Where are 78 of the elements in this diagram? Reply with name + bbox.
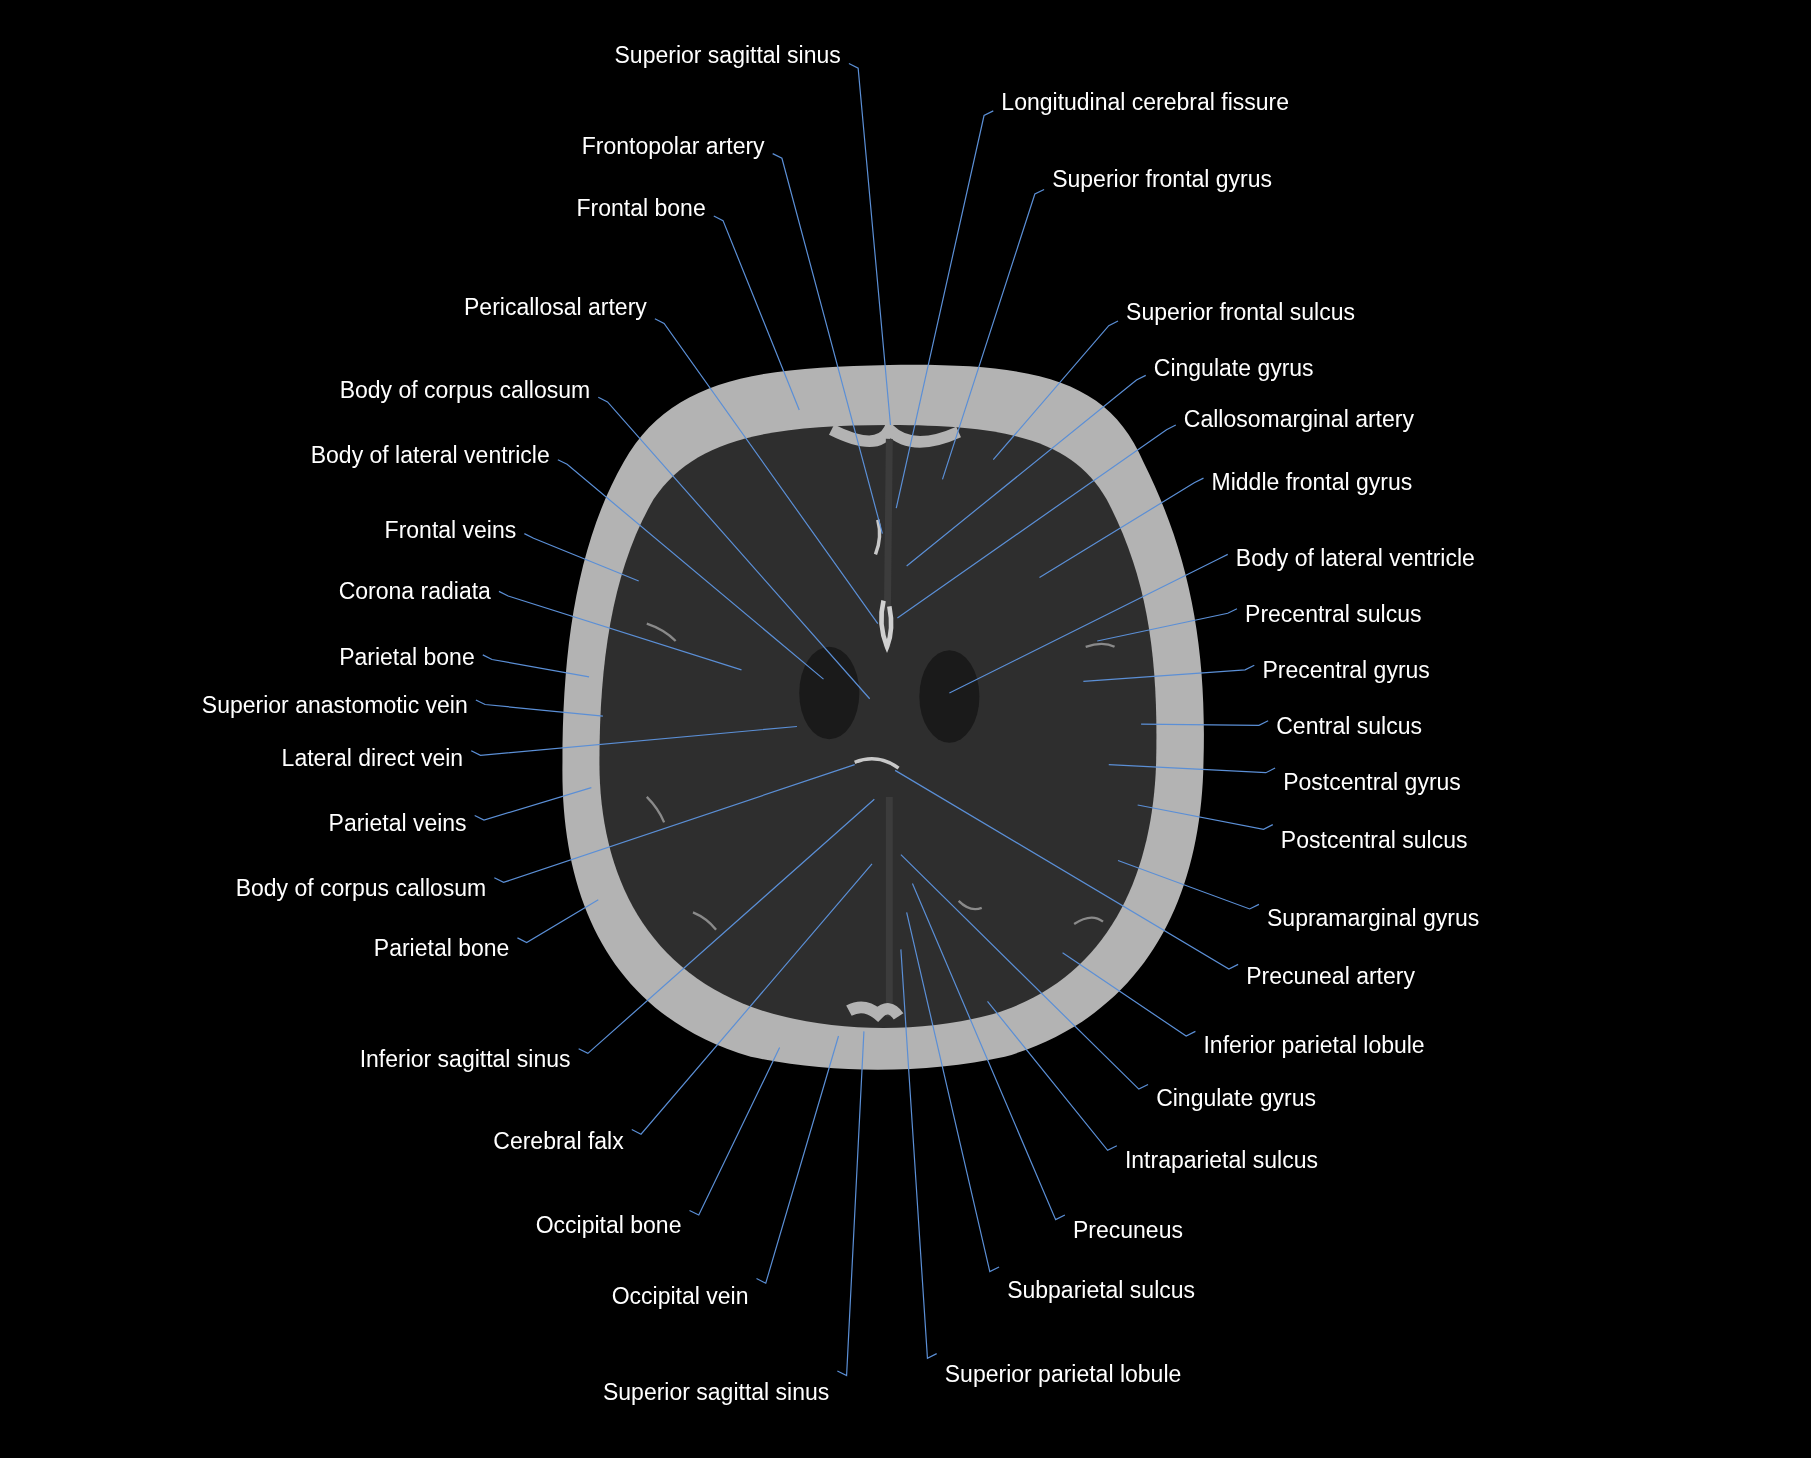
- leader-line: [911, 882, 1066, 1221]
- anatomy-label: Superior frontal gyrus: [1052, 164, 1273, 194]
- anatomy-label: Inferior sagittal sinus: [359, 1044, 571, 1074]
- leader-line: [475, 699, 604, 717]
- leader-line: [493, 764, 856, 884]
- leader-line: [906, 911, 1000, 1273]
- anatomy-label: Cingulate gyrus: [1156, 1084, 1316, 1113]
- leader-line: [470, 725, 798, 756]
- leader-line: [516, 899, 599, 944]
- anatomy-label: Superior anastomotic vein: [201, 690, 468, 719]
- leader-line: [895, 110, 994, 509]
- anatomy-label: Precentral sulcus: [1245, 600, 1422, 629]
- leader-line: [1140, 720, 1269, 726]
- anatomy-label: Superior sagittal sinus: [614, 41, 841, 70]
- anatomy-label: Body of corpus callosum: [339, 376, 591, 405]
- anatomy-label: Precuneal artery: [1246, 961, 1415, 991]
- leader-line: [941, 188, 1045, 480]
- anatomy-label: Postcentral gyrus: [1283, 767, 1461, 797]
- anatomy-label: Cerebral falx: [493, 1126, 624, 1156]
- anatomy-label: Occipital vein: [611, 1281, 749, 1311]
- anatomy-label: Inferior parietal lobule: [1203, 1030, 1425, 1060]
- anatomy-label: Body of lateral ventricle: [1235, 543, 1475, 573]
- anatomy-label: Subparietal sulcus: [1007, 1275, 1196, 1305]
- anatomy-label: Cingulate gyrus: [1153, 354, 1314, 383]
- anatomy-label: Superior frontal sulcus: [1126, 297, 1355, 327]
- anatomy-label: Body of lateral ventricle: [310, 440, 550, 470]
- anatomy-label: Corona radiata: [338, 576, 491, 606]
- anatomy-label: Body of corpus callosum: [235, 873, 487, 903]
- leader-line: [688, 1046, 781, 1216]
- anatomy-label: Superior sagittal sinus: [603, 1377, 830, 1407]
- leader-line: [482, 654, 590, 678]
- leader-line: [498, 590, 743, 671]
- leader-line: [578, 798, 875, 1055]
- leader-line: [900, 854, 1149, 1090]
- anatomy-label: Precuneus: [1072, 1215, 1183, 1245]
- anatomy-label: Longitudinal cerebral fissure: [1001, 87, 1290, 116]
- leader-line: [948, 553, 1229, 694]
- anatomy-label: Intraparietal sulcus: [1124, 1145, 1318, 1174]
- leader-line: [894, 769, 1239, 970]
- leader-line: [992, 320, 1119, 461]
- anatomy-label: Superior parietal lobule: [944, 1360, 1182, 1389]
- anatomy-label: Precentral gyrus: [1262, 655, 1430, 685]
- leader-line: [1137, 804, 1274, 830]
- leader-line: [1038, 477, 1205, 579]
- anatomy-label: Lateral direct vein: [281, 743, 464, 773]
- anatomy-label: Frontal bone: [576, 193, 706, 223]
- leader-line: [1108, 764, 1276, 774]
- leader-line: [523, 533, 640, 582]
- leader-line: [597, 396, 871, 700]
- leader-line: [836, 1030, 865, 1377]
- leader-line: [772, 153, 883, 535]
- leader-line: [986, 1000, 1118, 1152]
- anatomy-label: Parietal veins: [328, 809, 467, 838]
- anatomy-label: Pericallosal artery: [464, 292, 647, 322]
- anatomy-label: Frontopolar artery: [581, 131, 765, 160]
- anatomy-label: Occipital bone: [535, 1211, 682, 1240]
- leader-line: [1096, 608, 1238, 642]
- leader-line: [1117, 859, 1260, 910]
- leader-line: [1062, 952, 1196, 1037]
- anatomy-label: Postcentral sulcus: [1280, 825, 1468, 855]
- anatomy-label: Parietal bone: [373, 933, 510, 963]
- leader-line: [900, 948, 938, 1360]
- leader-line: [557, 459, 825, 680]
- leader-line: [755, 1035, 840, 1285]
- anatomy-label: Callosomarginal artery: [1183, 404, 1414, 434]
- anatomy-label: Central sulcus: [1276, 712, 1422, 741]
- leader-line: [631, 863, 873, 1135]
- leader-line: [848, 62, 892, 426]
- anatomy-label: Parietal bone: [339, 642, 475, 672]
- leader-line: [906, 374, 1147, 567]
- anatomy-label: Middle frontal gyrus: [1211, 467, 1413, 496]
- leader-line: [713, 215, 800, 411]
- anatomy-label: Frontal veins: [384, 515, 517, 545]
- leader-line: [1082, 664, 1255, 683]
- leader-line: [474, 787, 592, 821]
- leader-line: [654, 318, 879, 625]
- leader-line: [896, 424, 1177, 619]
- anatomy-label: Supramarginal gyrus: [1267, 903, 1480, 933]
